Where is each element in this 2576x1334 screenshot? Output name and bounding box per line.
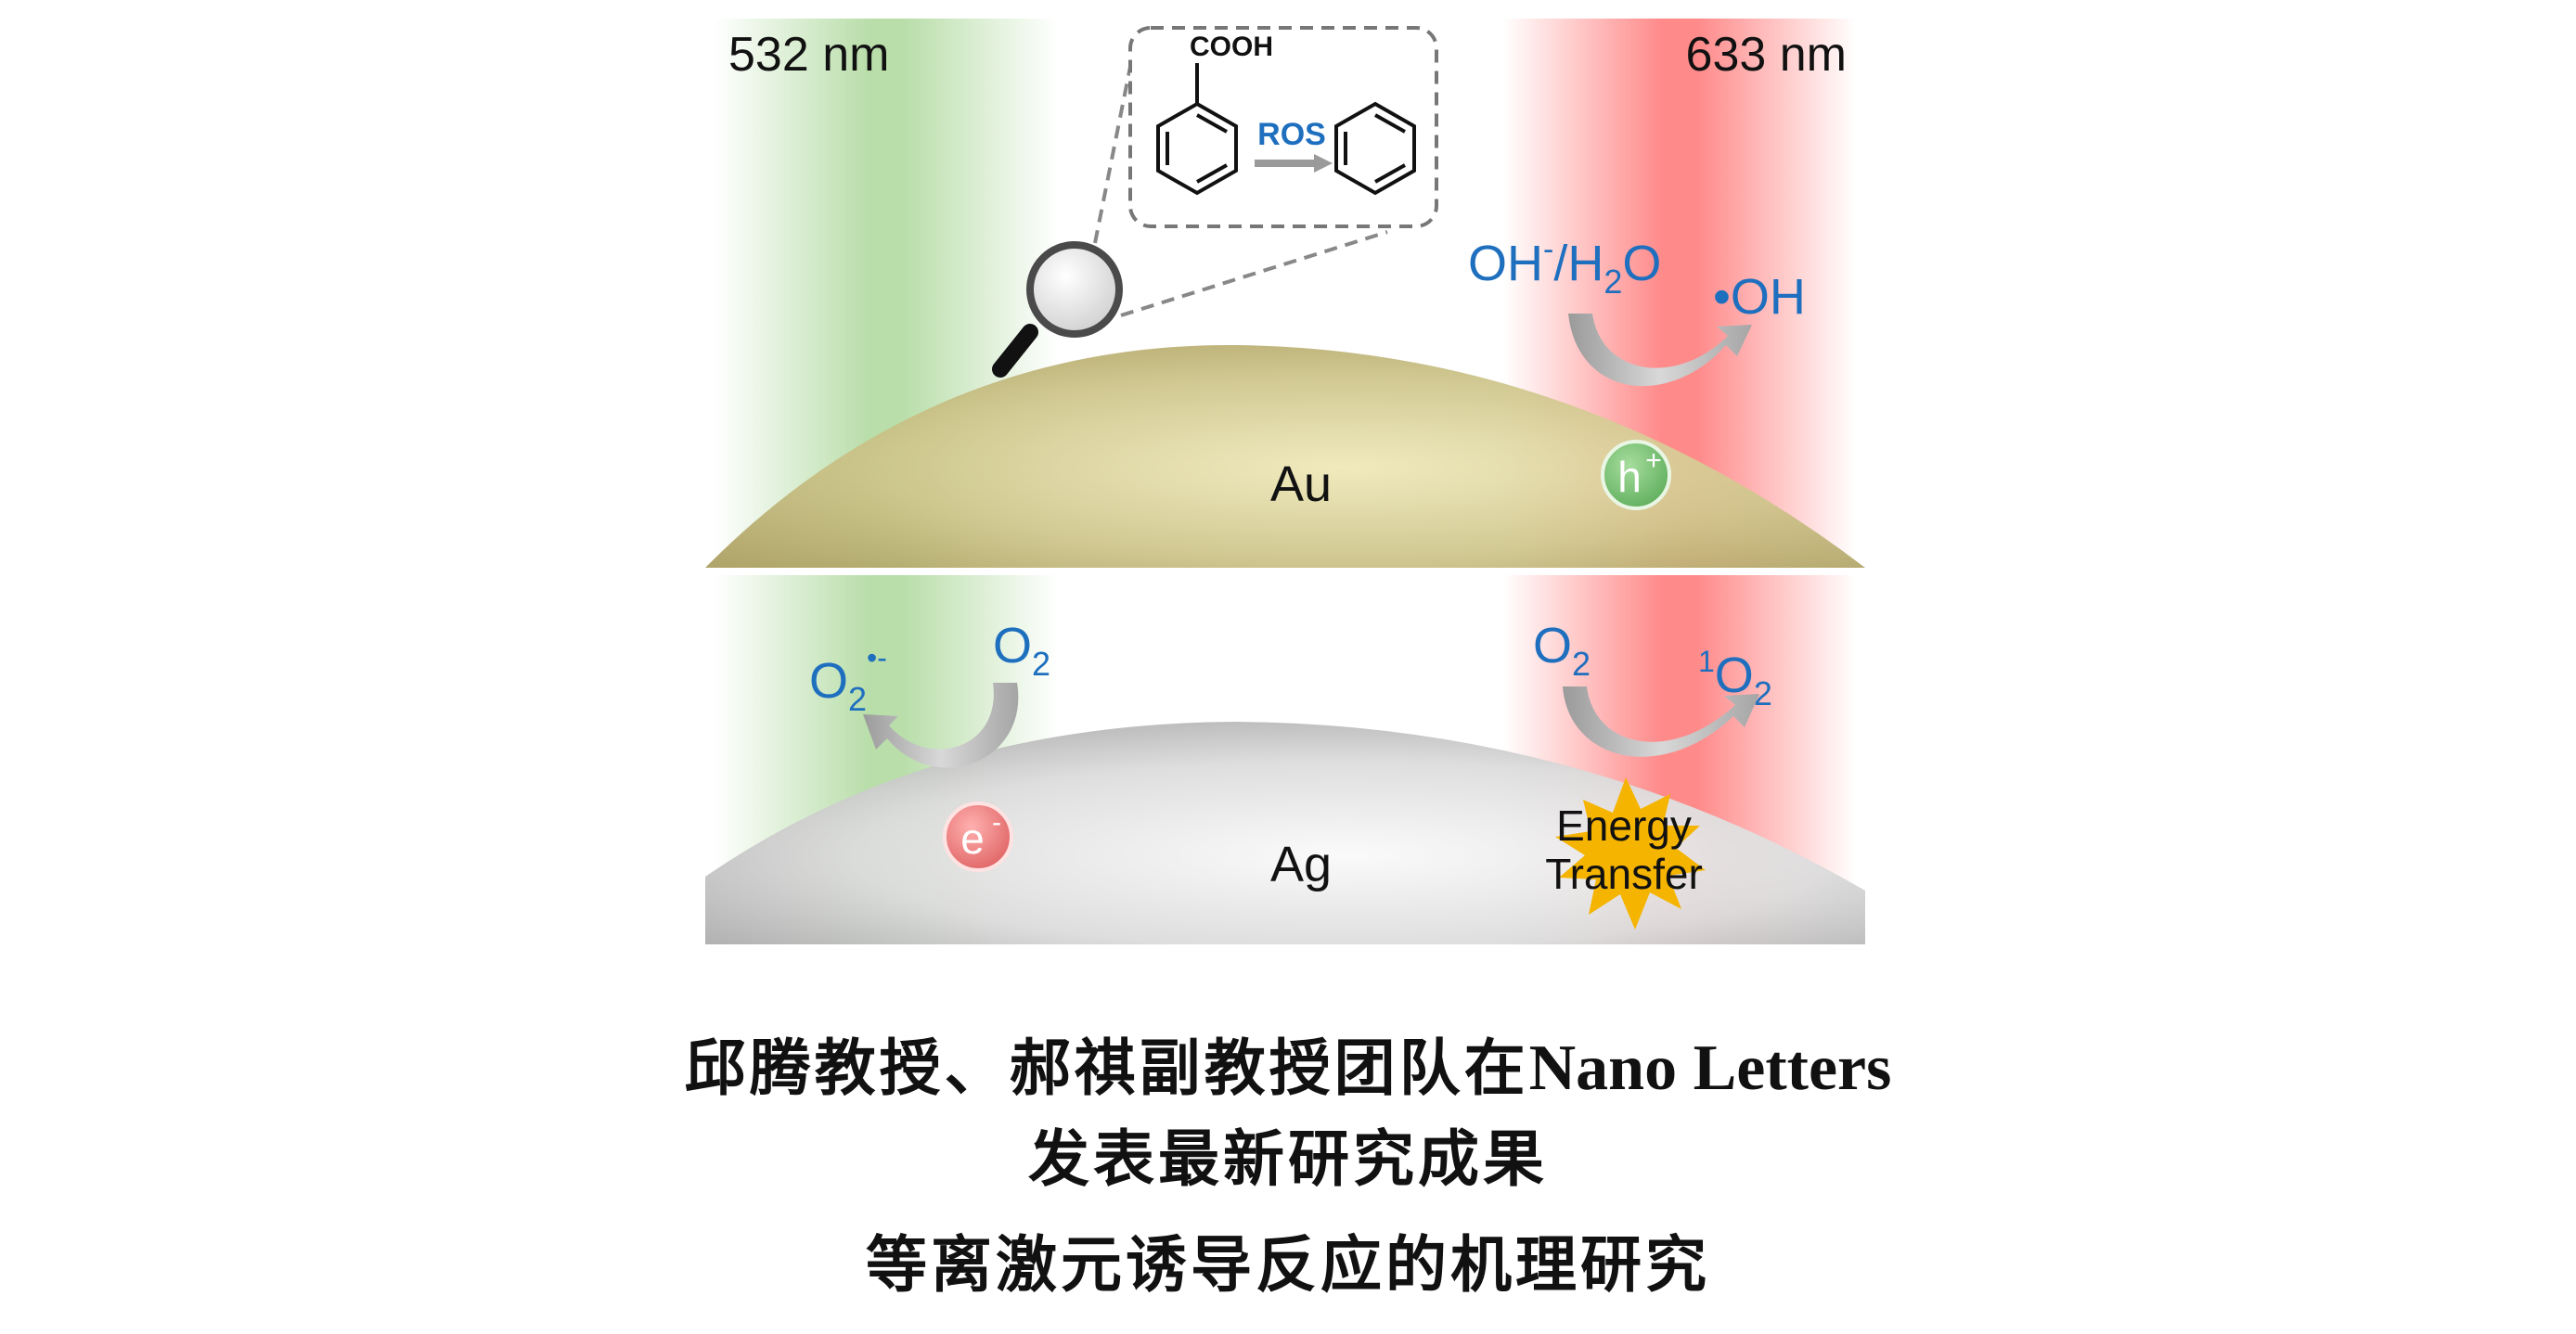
au-reaction-arrow: [1568, 314, 1752, 387]
reaction-inset: COOH ROS: [1128, 26, 1438, 228]
wavelength-633-label: 633 nm: [1686, 28, 1847, 82]
wavelength-532-label: 532 nm: [728, 28, 889, 82]
ag-label: Ag: [1270, 837, 1332, 892]
superoxide-label: O2•-: [809, 641, 887, 718]
au-panel: [705, 19, 1865, 568]
singlet-oxygen-label: 1O2: [1698, 645, 1772, 712]
silver-nanoparticle: [705, 722, 1865, 944]
zoom-line: [1093, 47, 1136, 244]
benzene-structure: [1334, 101, 1416, 196]
oh-h2o-label: OH-/H2O: [1468, 232, 1661, 301]
ag-energy-arrow: [1563, 686, 1759, 757]
ros-label: ROS: [1257, 117, 1326, 152]
energy-transfer-label-line1: Energy: [1556, 802, 1692, 850]
svg-text:-: -: [992, 807, 1001, 838]
au-label: Au: [1270, 456, 1332, 512]
svg-text:+: +: [1645, 445, 1662, 476]
caption-journal: Nano Letters: [1528, 1033, 1892, 1104]
electron-carrier: e -: [943, 802, 1013, 872]
ag-reduction-arrow: [863, 683, 1019, 768]
cooh-label: COOH: [1190, 32, 1273, 62]
magnifier-icon: [992, 241, 1123, 378]
gold-nanoparticle: [705, 344, 1865, 568]
energy-transfer-burst-icon: [1555, 777, 1706, 930]
oxygen-label-left: O2: [993, 618, 1050, 683]
benzoic-acid-structure: [1156, 63, 1238, 196]
caption-authors: 邱腾教授、郝祺副教授团队在: [684, 1032, 1529, 1104]
oxygen-label-right: O2: [1533, 618, 1591, 683]
caption-line-2: 发表最新研究成果: [1028, 1122, 1548, 1195]
caption-line-1: 邱腾教授、郝祺副教授团队在Nano Letters: [0, 1019, 2576, 1108]
caption-line-3: 等离激元诱导反应的机理研究: [866, 1228, 1710, 1301]
energy-transfer-label-line2: Transfer: [1545, 850, 1703, 898]
svg-text:h: h: [1617, 453, 1642, 501]
svg-text:e: e: [960, 815, 985, 863]
ros-arrow: [1255, 154, 1333, 173]
zoom-line: [1120, 230, 1388, 317]
hole-carrier: h +: [1601, 440, 1671, 510]
ag-panel: [705, 575, 1865, 944]
hydroxyl-radical-label: •OH: [1713, 269, 1806, 325]
